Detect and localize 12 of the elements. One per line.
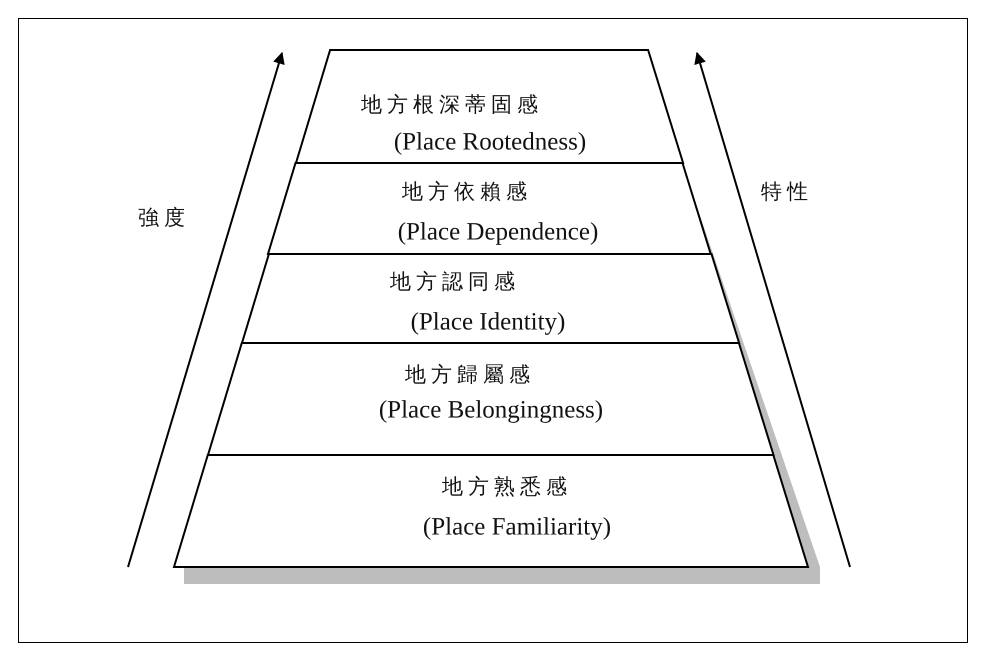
level-subtitle: (Place Familiarity) (422, 514, 612, 540)
axis-label: 特性 (761, 182, 813, 202)
level-title: 地方熟悉感 (442, 476, 572, 498)
level-title: 地方依賴感 (402, 182, 532, 202)
axis-label: 強度 (138, 208, 190, 228)
level-subtitle: (Place Rootedness) (394, 130, 586, 154)
level-title: 地方歸屬感 (404, 364, 535, 386)
level-subtitle: (Place Belongingness) (378, 398, 604, 422)
level-subtitle: (Place Dependence) (398, 220, 598, 244)
level-title: 地方根深蒂固感 (360, 94, 543, 116)
level-title: 地方認同感 (390, 272, 520, 292)
level-subtitle: (Place Identity) (410, 310, 566, 334)
